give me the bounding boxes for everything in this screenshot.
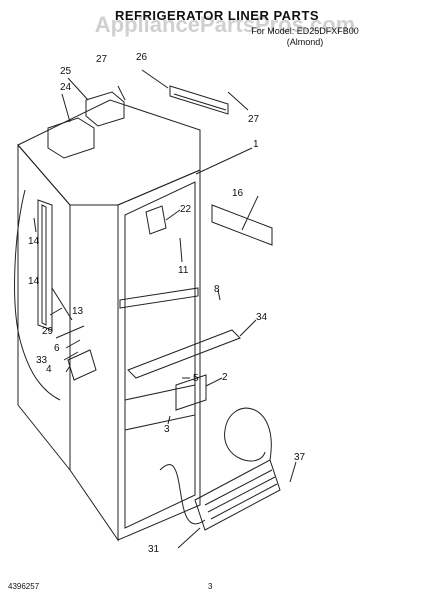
liner-front-frame	[117, 169, 201, 541]
coil-4	[67, 349, 97, 381]
callout-27-top: 27	[96, 54, 108, 65]
callout-8: 8	[214, 284, 220, 295]
callout-1: 1	[253, 139, 259, 150]
diagram-title: REFRIGERATOR LINER PARTS	[114, 8, 320, 23]
callout-14-lower: 14	[28, 276, 40, 287]
callout-29: 29	[42, 326, 54, 337]
liner-side	[69, 204, 119, 542]
callout-33: 33	[36, 355, 48, 366]
control-bracket	[85, 91, 125, 127]
diagram-variant: (Almond)	[286, 37, 324, 47]
callout-13: 13	[72, 306, 84, 317]
callout-11: 11	[178, 265, 189, 276]
bracket-22	[145, 205, 167, 235]
trim-34	[127, 329, 241, 379]
part-2	[175, 374, 207, 411]
wire-harness	[14, 189, 61, 401]
callout-37: 37	[294, 452, 306, 463]
heater-wire	[159, 407, 272, 525]
callout-25: 25	[60, 66, 72, 77]
diagram-model-line: For Model: ED25DFXFB00	[251, 26, 359, 36]
heater-31	[194, 459, 281, 531]
liner-bottom-recess	[124, 384, 196, 431]
document-number: 4396257	[8, 582, 40, 591]
callout-5: 5	[193, 373, 199, 384]
callout-34: 34	[256, 312, 268, 323]
liner-outer-left	[17, 143, 71, 472]
part-callouts: 1 2 3 4 5 6 8 11 13 14 14 16 22 24 25 26…	[28, 52, 306, 555]
callout-31: 31	[148, 544, 160, 555]
callout-14-upper: 14	[28, 236, 40, 247]
bracket-26	[169, 85, 229, 115]
page-number: 3	[208, 582, 213, 591]
liner-channel	[37, 199, 53, 331]
liner-shelf	[119, 287, 199, 309]
callout-3: 3	[164, 424, 170, 435]
callout-6: 6	[54, 343, 60, 354]
control-housing	[47, 117, 95, 159]
callout-2: 2	[222, 372, 228, 383]
liner-inner-opening	[124, 181, 196, 529]
callout-16: 16	[232, 188, 244, 199]
rail-16	[211, 204, 273, 246]
callout-27-right: 27	[248, 114, 260, 125]
callout-22: 22	[180, 204, 192, 215]
liner-top	[17, 99, 201, 206]
liner-drawing	[14, 69, 297, 549]
callout-4: 4	[46, 364, 52, 375]
callout-24: 24	[60, 82, 72, 93]
callout-26: 26	[136, 52, 148, 63]
